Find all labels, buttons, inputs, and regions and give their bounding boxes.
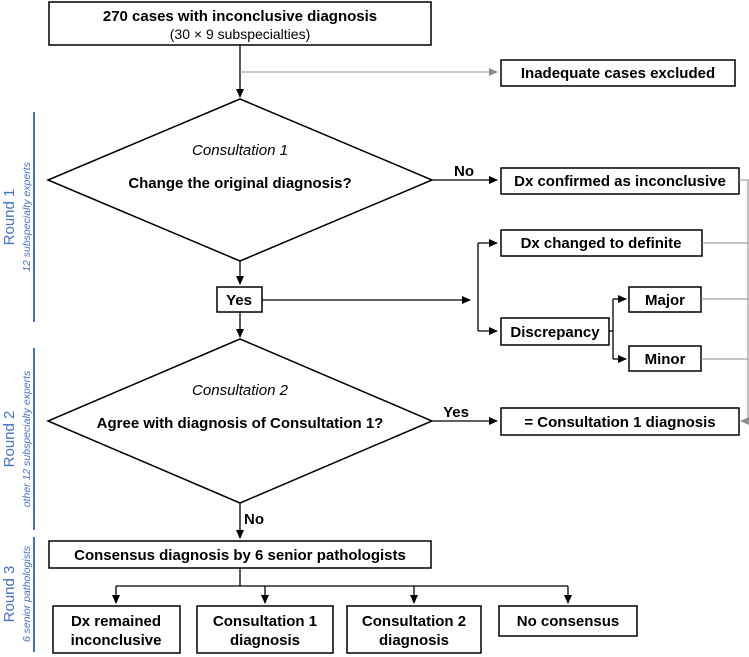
round-2-label: Round 2 <box>1 411 18 468</box>
outcome-consult2-box <box>346 605 482 654</box>
yes-label-consult1: Yes <box>226 292 252 309</box>
outcome-1-line2: inconclusive <box>71 632 162 649</box>
outcome-consult1-box <box>196 605 334 654</box>
consultation-2-heading: Consultation 2 <box>192 382 289 399</box>
round-1-label-group: Round 1 12 subspecialty experts <box>1 112 35 322</box>
round-1-sublabel: 12 subspecialty experts <box>21 161 33 271</box>
outcome-2-line1: Consultation 1 <box>213 613 317 630</box>
dx-confirmed-label: Dx confirmed as inconclusive <box>514 173 726 190</box>
excluded-label: Inadequate cases excluded <box>521 65 715 82</box>
round-3-sublabel: 6 senior pathologists <box>21 545 33 642</box>
start-box <box>48 1 432 46</box>
dx-changed-box <box>500 229 703 257</box>
dx-confirmed-box <box>500 167 740 195</box>
outcome-2-line2: diagnosis <box>230 632 300 649</box>
outcome-dx-remained-box <box>52 605 181 654</box>
consultation-2-question: Agree with diagnosis of Consultation 1? <box>97 415 384 432</box>
outcome-3-line2: diagnosis <box>379 632 449 649</box>
outcome-no-consensus-box <box>498 605 638 637</box>
bracket-confirmed <box>739 179 749 421</box>
start-title: 270 cases with inconclusive diagnosis <box>103 8 377 25</box>
consultation-1-question: Change the original diagnosis? <box>128 175 351 192</box>
excluded-box <box>500 59 736 87</box>
consultation-1-heading: Consultation 1 <box>192 142 288 159</box>
no-label-consult2: No <box>244 511 264 528</box>
major-label: Major <box>645 292 685 309</box>
outcome-4-line1: No consensus <box>517 613 620 630</box>
yes-label-consult2: Yes <box>443 404 469 421</box>
consult1-dx-box <box>500 407 740 436</box>
no-label-consult1: No <box>454 163 474 180</box>
consult1-dx-label: = Consultation 1 diagnosis <box>524 414 715 431</box>
round-2-sublabel: other 12 subspecialty experts <box>21 370 33 507</box>
consensus-box <box>48 540 432 569</box>
outcome-1-line1: Dx remained <box>71 613 161 630</box>
round-3-label-group: Round 3 6 senior pathologists <box>1 537 35 652</box>
consensus-label: Consensus diagnosis by 6 senior patholog… <box>74 547 406 564</box>
round-1-label: Round 1 <box>1 189 18 246</box>
round-2-label-group: Round 2 other 12 subspecialty experts <box>1 348 35 530</box>
round-3-label: Round 3 <box>1 566 18 623</box>
discrepancy-label: Discrepancy <box>510 324 600 341</box>
outcome-3-line1: Consultation 2 <box>362 613 466 630</box>
start-subtitle: (30 × 9 subspecialties) <box>170 26 310 42</box>
major-box <box>628 286 702 313</box>
dx-changed-label: Dx changed to definite <box>521 235 682 252</box>
minor-box <box>628 345 702 372</box>
minor-label: Minor <box>645 351 686 368</box>
